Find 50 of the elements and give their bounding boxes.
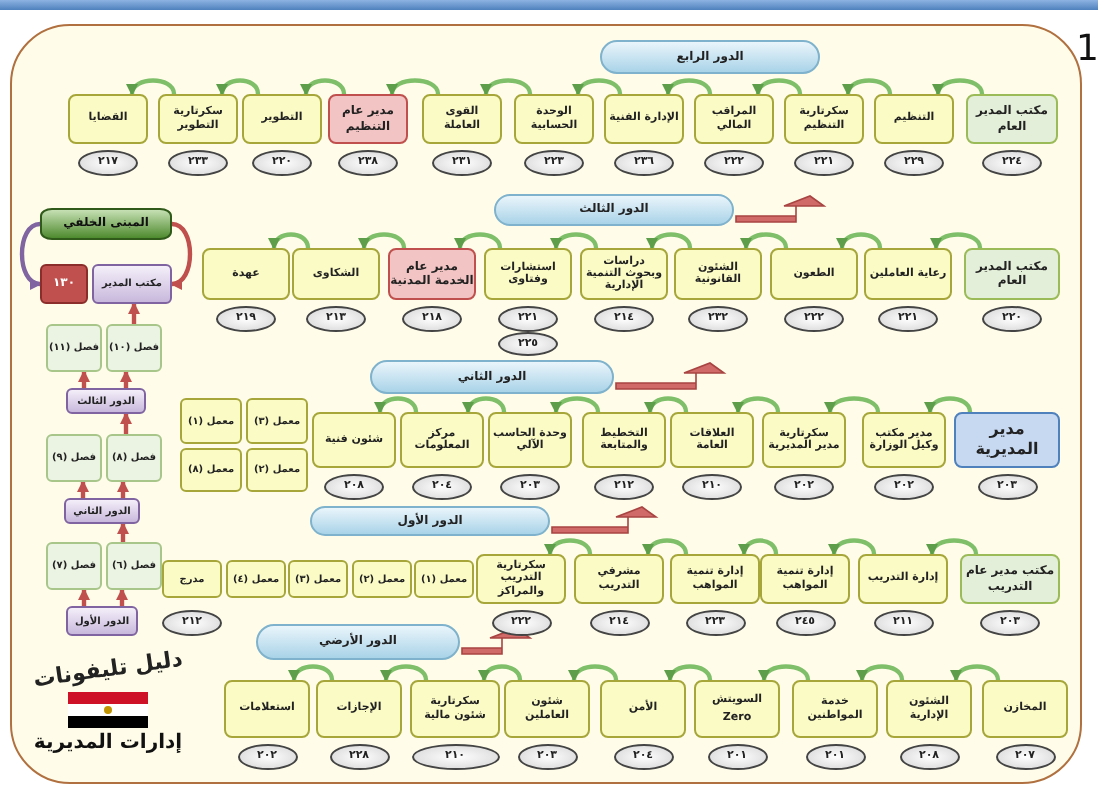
block-arrow (735, 195, 827, 223)
curved-arrow (858, 664, 905, 682)
office-box (694, 680, 780, 738)
curved-arrow (844, 78, 893, 96)
arrow (117, 480, 129, 498)
curved-arrow (546, 538, 593, 556)
curved-arrow (217, 78, 261, 96)
curved-arrow (926, 396, 973, 414)
arrow (77, 480, 89, 498)
curved-arrow (301, 78, 347, 96)
curved-arrow (269, 232, 311, 250)
arrow (116, 588, 128, 606)
curved-arrow (128, 78, 177, 96)
title: دليل تليفونات (29, 645, 187, 693)
curved-arrow (289, 664, 335, 682)
curved-arrow (754, 78, 803, 96)
arrow (78, 370, 90, 388)
curved-arrow (666, 664, 713, 682)
curved-arrow (645, 396, 689, 414)
arrow (117, 522, 129, 542)
page-number: 1 (1076, 28, 1098, 70)
curved-arrow (734, 396, 781, 414)
curved-arrow (952, 664, 1001, 682)
curved-arrow (375, 396, 419, 414)
curved-arrow (170, 221, 193, 288)
block-arrow (615, 362, 727, 390)
curved-arrow (382, 664, 429, 682)
curved-arrow (830, 538, 877, 556)
curved-arrow (19, 221, 42, 288)
arrow (78, 588, 90, 606)
curved-arrow (479, 664, 523, 682)
arrow (128, 302, 140, 324)
curved-arrow (552, 232, 599, 250)
curved-arrow (360, 232, 407, 250)
curved-arrow (456, 232, 503, 250)
curved-arrow (739, 538, 779, 556)
arrow (120, 370, 132, 388)
caption: إدارات المديرية (31, 732, 185, 754)
curved-arrow (643, 538, 689, 556)
office-box: مدير المديرية (954, 412, 1060, 468)
curved-arrow (574, 78, 623, 96)
block-arrow (461, 627, 533, 655)
curved-arrow (742, 232, 789, 250)
curved-arrow (647, 232, 693, 250)
arrow (120, 412, 132, 434)
curved-arrow (837, 232, 883, 250)
curved-arrow (664, 78, 713, 96)
curved-arrow (463, 396, 507, 414)
curved-arrow (570, 664, 619, 682)
block-arrow (551, 506, 659, 534)
